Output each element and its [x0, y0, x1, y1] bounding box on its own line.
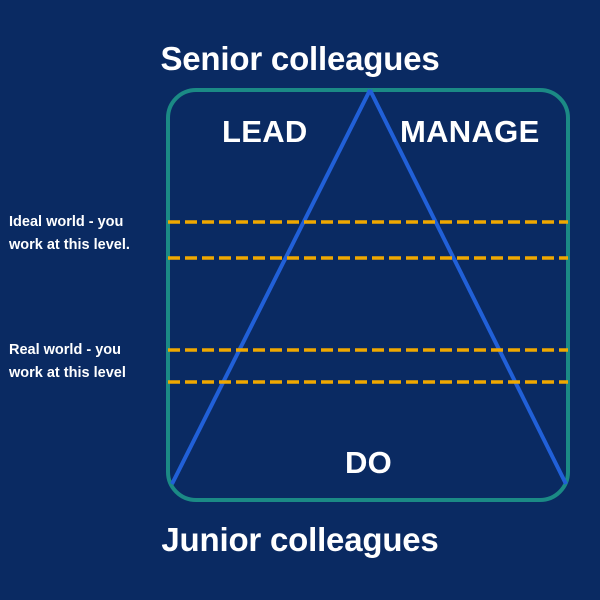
annotation-real-world-line-2: work at this level [9, 365, 126, 382]
zone-label-lead: LEAD [222, 114, 308, 149]
annotation-real-world: Real world - you work at this level [9, 339, 161, 386]
axis-caption-top: Senior colleagues [160, 40, 440, 77]
diagram-frame [166, 88, 570, 502]
annotation-ideal-world: Ideal world - you work at this level. [9, 211, 161, 258]
zone-label-do: DO [345, 445, 393, 480]
annotation-real-world-line-1: Real world - you [9, 342, 121, 358]
annotation-ideal-world-line-1: Ideal world - you [9, 214, 124, 230]
zone-label-manage: MANAGE [400, 114, 540, 149]
axis-caption-bottom: Junior colleagues [161, 521, 439, 558]
annotation-ideal-world-line-2: work at this level. [9, 237, 130, 254]
